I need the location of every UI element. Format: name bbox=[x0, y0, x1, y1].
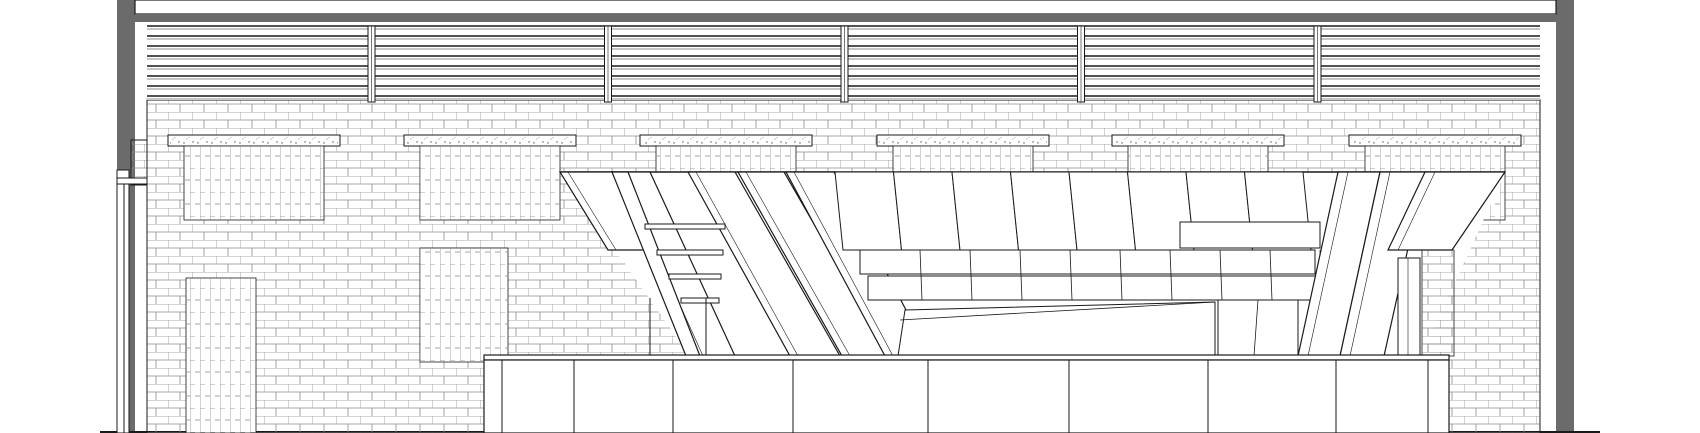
canopy-center-panel bbox=[951, 171, 1020, 251]
canopy-shelf-left bbox=[644, 223, 726, 230]
vertical-brick-fill bbox=[184, 146, 324, 220]
base-counter bbox=[483, 354, 1450, 433]
canopy-fin-edge bbox=[1307, 171, 1349, 357]
lintel-texture bbox=[1351, 137, 1519, 144]
canopy-band-joint bbox=[1169, 249, 1173, 301]
canopy-soffit-line bbox=[899, 301, 1216, 321]
louver-band bbox=[147, 22, 1540, 103]
canopy-band-joint bbox=[969, 249, 973, 301]
canopy-right-joint bbox=[1253, 299, 1259, 357]
canopy-band-joint bbox=[1019, 249, 1023, 301]
canopy-right-brick bbox=[1421, 249, 1455, 357]
canopy-shelf-left bbox=[668, 273, 722, 280]
top-slab bbox=[135, 14, 1556, 22]
lintel-texture bbox=[1114, 137, 1282, 144]
canopy-box bbox=[1179, 221, 1321, 249]
vertical-brick-fill-mid bbox=[420, 248, 508, 362]
vertical-brick-fill-low bbox=[186, 278, 256, 433]
canopy-fin-edge bbox=[793, 171, 894, 357]
canopy-center-panel bbox=[1068, 171, 1137, 251]
canopy-fin-edge bbox=[745, 171, 851, 357]
canopy-fin-edge bbox=[567, 171, 617, 251]
lintel-texture bbox=[642, 137, 810, 144]
left-pilaster bbox=[116, 139, 148, 433]
lintel-texture bbox=[879, 137, 1047, 144]
window-lintels bbox=[167, 134, 1522, 147]
counter-top bbox=[483, 354, 1450, 361]
top-beam bbox=[134, 0, 1557, 15]
canopy-right-block bbox=[1217, 299, 1299, 357]
counter-body bbox=[483, 359, 1450, 433]
canopy-center-panel bbox=[1009, 171, 1078, 251]
lintel-texture bbox=[170, 137, 338, 144]
canopy-shelf-left bbox=[656, 249, 724, 256]
canopy-band-lower bbox=[867, 275, 1316, 301]
canopy-band-joint bbox=[1119, 249, 1123, 301]
canopy-structure bbox=[558, 171, 1507, 357]
canopy-right-post bbox=[1397, 257, 1421, 357]
vertical-brick-fill bbox=[420, 146, 560, 220]
canopy-shelf-left bbox=[680, 297, 720, 304]
canopy-soffit bbox=[897, 301, 1216, 357]
canopy-band-joint bbox=[1219, 249, 1223, 301]
canopy-center-panel bbox=[892, 171, 961, 251]
canopy-band-joint bbox=[1069, 249, 1073, 301]
right-column bbox=[1556, 0, 1574, 433]
canopy-band-upper bbox=[859, 249, 1316, 275]
canopy-fin-edge bbox=[695, 171, 799, 357]
canopy-fin-edge bbox=[1349, 171, 1391, 357]
canopy-band-joint bbox=[919, 249, 923, 301]
lintel-texture bbox=[406, 137, 574, 144]
canopy-fin-edge bbox=[1397, 171, 1436, 251]
canopy-band-joint bbox=[1269, 249, 1273, 301]
canopy-center-panel bbox=[834, 171, 903, 251]
